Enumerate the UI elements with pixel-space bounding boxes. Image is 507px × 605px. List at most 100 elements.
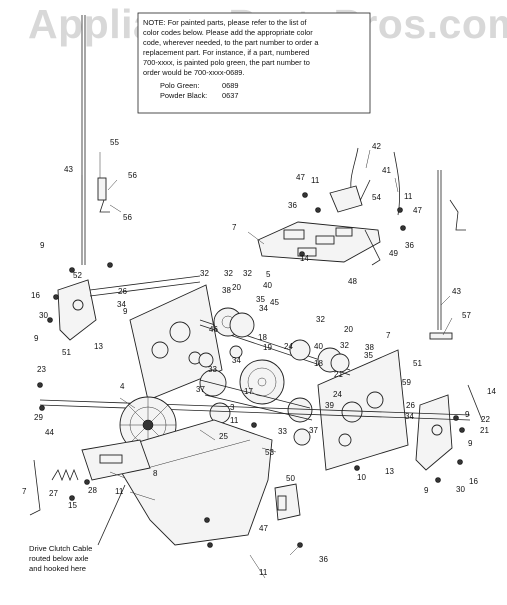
callout-number: 36: [405, 241, 414, 250]
callout-number: 8: [153, 469, 158, 478]
callout-number: 51: [62, 348, 71, 357]
callout-number: 9: [123, 307, 128, 316]
callout-number: 9: [424, 486, 429, 495]
callout-number: 9: [465, 410, 470, 419]
exploded-view-drawing: [29, 15, 483, 579]
callout-number: 24: [284, 342, 293, 351]
callout-number: 43: [64, 165, 73, 174]
callout-number: 39: [325, 401, 334, 410]
callout-number: 48: [348, 277, 357, 286]
callout-number: 40: [263, 281, 272, 290]
callout-number: 36: [319, 555, 328, 564]
callout-number: 17: [244, 387, 253, 396]
note-line: replacement part. For instance, if a par…: [143, 48, 309, 57]
callout-number: 21: [480, 426, 489, 435]
callout-number: 13: [94, 342, 103, 351]
callout-number: 47: [413, 206, 422, 215]
callout-number: 11: [404, 192, 413, 201]
callout-number: 45: [270, 298, 279, 307]
callout-number: 13: [385, 467, 394, 476]
callout-number: 34: [405, 412, 414, 421]
callout-number: 20: [344, 325, 353, 334]
callout-number: 44: [45, 428, 54, 437]
callout-number: 37: [309, 426, 318, 435]
callout-number: 50: [286, 474, 295, 483]
callout-number: 47: [296, 173, 305, 182]
callout-number: 34: [232, 356, 241, 365]
note-line: NOTE: For painted parts, please refer to…: [143, 18, 307, 27]
callout-number: 19: [263, 343, 272, 352]
note-line: 700-xxxx, is painted polo green, the par…: [143, 58, 310, 67]
callout-number: 9: [34, 334, 39, 343]
callout-number: 11: [115, 487, 124, 496]
callout-number: 42: [372, 142, 381, 151]
callout-number: 51: [413, 359, 422, 368]
callout-number: 33: [208, 365, 217, 374]
callout-number: 33: [278, 427, 287, 436]
note-line: color codes below. Please add the approp…: [143, 28, 313, 37]
callout-number: 34: [117, 300, 126, 309]
callout-number: 32: [224, 269, 233, 278]
callout-number: 32: [316, 315, 325, 324]
callout-number: 9: [468, 439, 473, 448]
callout-number: 14: [300, 254, 309, 263]
callout-number: 30: [456, 485, 465, 494]
color-name: Polo Green:: [160, 81, 199, 90]
callout-number: 16: [469, 477, 478, 486]
callout-number: 55: [110, 138, 119, 147]
callout-number: 3: [230, 403, 235, 412]
callout-number: 59: [402, 378, 411, 387]
callout-number: 28: [88, 486, 97, 495]
callout-number: 24: [333, 390, 342, 399]
callout-number: 15: [68, 501, 77, 510]
callout-number: 30: [39, 311, 48, 320]
callout-number: 10: [357, 473, 366, 482]
color-code: 0637: [222, 91, 238, 100]
callout-number: 25: [219, 432, 228, 441]
callout-number: 56: [123, 213, 132, 222]
color-code-note: NOTE: For painted parts, please refer to…: [137, 12, 371, 114]
callout-number: 53: [265, 448, 274, 457]
cable-routing-caption: Drive Clutch Cable routed below axle and…: [29, 544, 92, 573]
callout-number: 49: [389, 249, 398, 258]
caption-line: and hooked here: [29, 564, 86, 573]
callout-number: 32: [340, 341, 349, 350]
callout-number: 18: [258, 333, 267, 342]
callout-number: 57: [462, 311, 471, 320]
callout-number: 43: [452, 287, 461, 296]
callout-number: 46: [209, 325, 218, 334]
callout-number: 38: [365, 343, 374, 352]
callout-number: 27: [49, 489, 58, 498]
note-line: order would be 700-xxxx-0689.: [143, 68, 244, 77]
callout-number: 40: [314, 342, 323, 351]
callout-number: 21: [334, 370, 343, 379]
callout-number: 32: [243, 269, 252, 278]
caption-line: routed below axle: [29, 554, 89, 563]
callout-number: 35: [256, 295, 265, 304]
callout-number: 26: [406, 401, 415, 410]
callout-number: 37: [196, 385, 205, 394]
callout-number: 5: [266, 270, 271, 279]
callout-number: 52: [73, 271, 82, 280]
callout-number: 41: [382, 166, 391, 175]
callout-number: 22: [481, 415, 490, 424]
callout-number: 11: [311, 176, 320, 185]
color-code: 0689: [222, 81, 238, 90]
callout-number: 4: [120, 382, 125, 391]
callout-number: 7: [232, 223, 237, 232]
callout-number: 9: [40, 241, 45, 250]
callout-number: 7: [386, 331, 391, 340]
callout-number: 14: [487, 387, 496, 396]
callout-number: 47: [259, 524, 268, 533]
callout-number: 20: [232, 283, 241, 292]
caption-line: Drive Clutch Cable: [29, 544, 92, 553]
callout-number: 29: [34, 413, 43, 422]
callout-number: 35: [364, 351, 373, 360]
callout-number: 56: [128, 171, 137, 180]
callout-number: 36: [288, 201, 297, 210]
callout-number: 11: [259, 568, 268, 577]
color-name: Powder Black:: [160, 91, 207, 100]
callout-number: 38: [222, 286, 231, 295]
